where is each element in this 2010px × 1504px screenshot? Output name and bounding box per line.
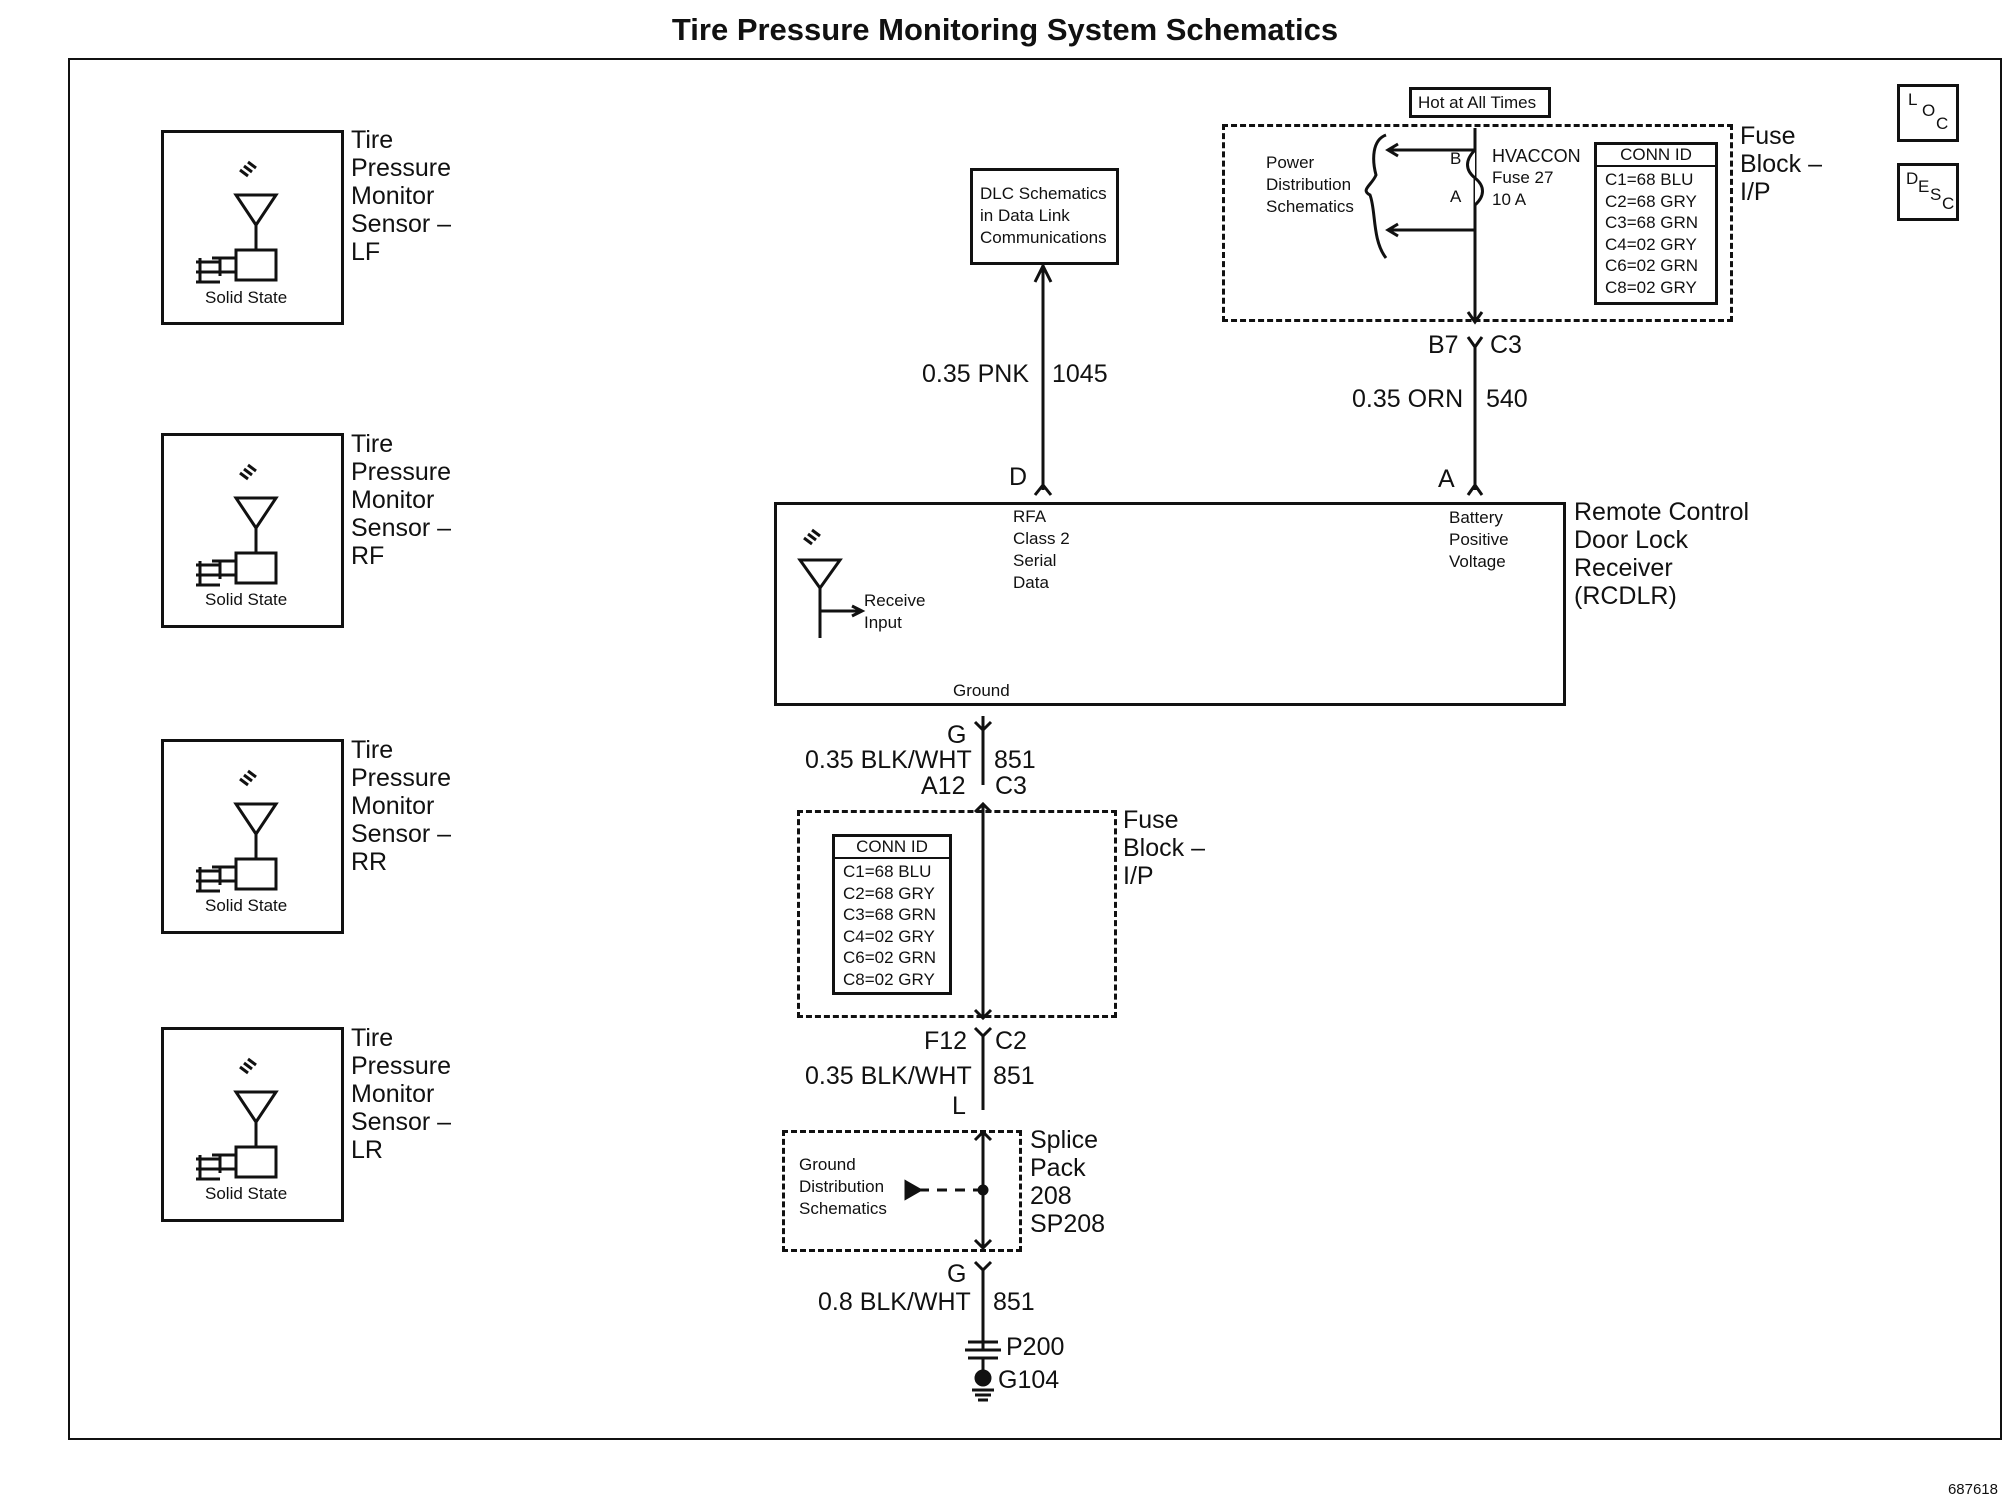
sensor-label-rr: Tire Pressure Monitor Sensor – RR	[351, 736, 452, 876]
fuse-block-top-label: Fuse Block – I/P	[1740, 122, 1822, 206]
antenna-icon	[196, 769, 279, 893]
rfa-class2-serial-data-label: RFA Class 2 Serial Data	[1013, 507, 1070, 592]
antenna-icon	[196, 1057, 279, 1181]
fuse-block-mid	[797, 810, 1117, 1018]
splice-pack-label: Splice Pack 208 SP208	[1030, 1126, 1106, 1238]
g104-label: G104	[998, 1366, 1060, 1394]
receive-antenna-icon	[797, 528, 860, 638]
page-title: Tire Pressure Monitoring System Schemati…	[671, 12, 1339, 47]
connector-c3-mid-label: C3	[995, 772, 1027, 800]
hot-at-all-times-label: Hot at All Times	[1409, 87, 1551, 118]
desc-icon[interactable]: D E S C	[1897, 163, 1959, 221]
ground-distribution-schematics-label[interactable]: Ground Distribution Schematics	[799, 1155, 887, 1218]
connector-b7-label: B7	[1428, 331, 1459, 359]
loc-icon[interactable]: L O C	[1897, 84, 1959, 142]
dlc-schematics-box[interactable]: DLC Schematics in Data Link Communicatio…	[970, 168, 1119, 265]
conn-id-table-mid: CONN ID C1=68 BLU C2=68 GRY C3=68 GRN C4…	[832, 834, 952, 995]
connector-c2-label: C2	[995, 1027, 1027, 1055]
connector-c3-top-label: C3	[1490, 331, 1522, 359]
conn-id-table-top: CONN ID C1=68 BLU C2=68 GRY C3=68 GRN C4…	[1594, 142, 1718, 305]
sensor-state-rr: Solid State	[205, 896, 288, 915]
antenna-icon	[196, 160, 279, 284]
sensor-box-lr	[161, 1027, 344, 1222]
p200-label: P200	[1006, 1333, 1065, 1361]
wire-bw3-circuit: 851	[993, 1288, 1035, 1316]
pin-d-label: D	[1009, 463, 1028, 491]
connector-a12-label: A12	[921, 772, 966, 800]
receive-input-label: Receive Input	[864, 591, 926, 632]
fuse-block-mid-label: Fuse Block – I/P	[1123, 806, 1205, 890]
sensor-box-lf	[161, 130, 344, 325]
figure-id: 687618	[1947, 1481, 1998, 1498]
sensor-label-lf: Tire Pressure Monitor Sensor – LF	[351, 126, 452, 266]
wire-bw1-circuit: 851	[994, 746, 1036, 774]
pin-a-label: A	[1438, 465, 1455, 493]
pin-l-label: L	[952, 1092, 966, 1120]
wire-pnk-circuit: 1045	[1052, 360, 1108, 388]
wire-orn-circuit: 540	[1486, 385, 1528, 413]
sensor-state-lf: Solid State	[205, 288, 288, 307]
wire-pnk-gauge: 0.35 PNK	[922, 360, 1030, 388]
wire-bw3-gauge: 0.8 BLK/WHT	[818, 1288, 971, 1316]
splice-pack-208	[782, 1130, 1022, 1252]
wire-bw2-circuit: 851	[993, 1062, 1035, 1090]
antenna-icon	[196, 463, 279, 587]
rcdlr-module-box	[774, 502, 1566, 706]
fuse-27-label: HVACCON Fuse 27 10 A	[1492, 146, 1581, 209]
fuse-pin-a: A	[1450, 187, 1462, 206]
pin-g-bottom-label: G	[947, 1260, 967, 1288]
power-distribution-schematics-label[interactable]: Power Distribution Schematics	[1266, 153, 1354, 216]
connector-f12-label: F12	[924, 1027, 968, 1055]
wire-bw2-gauge: 0.35 BLK/WHT	[805, 1062, 972, 1090]
fuse-pin-b: B	[1450, 149, 1462, 168]
diagram-frame	[68, 58, 2002, 1440]
ground-label: Ground	[953, 681, 1010, 700]
sensor-state-lr: Solid State	[205, 1184, 288, 1203]
sensor-label-rf: Tire Pressure Monitor Sensor – RF	[351, 430, 452, 570]
battery-positive-voltage-label: Battery Positive Voltage	[1449, 508, 1509, 571]
wire-bw1-gauge: 0.35 BLK/WHT	[805, 746, 972, 774]
sensor-label-lr: Tire Pressure Monitor Sensor – LR	[351, 1024, 452, 1164]
sensor-state-rf: Solid State	[205, 590, 288, 609]
sensor-box-rf	[161, 433, 344, 628]
rcdlr-label: Remote Control Door Lock Receiver (RCDLR…	[1574, 498, 1750, 610]
pin-g-top-label: G	[947, 721, 967, 749]
wire-orn-gauge: 0.35 ORN	[1352, 385, 1464, 413]
sensor-box-rr	[161, 739, 344, 934]
